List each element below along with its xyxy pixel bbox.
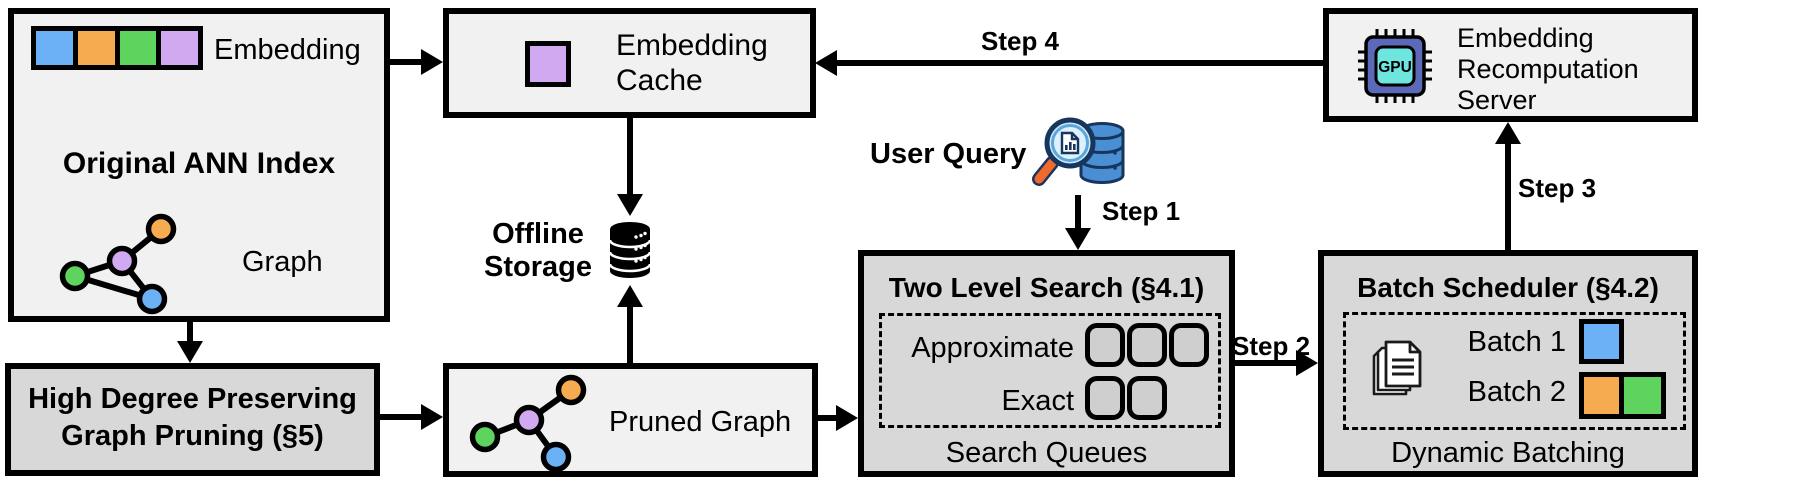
server-label-line2: Recomputation: [1457, 54, 1639, 84]
queue-slot-icon: [1127, 376, 1167, 420]
graph-label: Graph: [242, 246, 323, 278]
batch-square-icon: [1619, 372, 1666, 419]
two-level-search-title: Two Level Search (§4.1): [888, 272, 1205, 303]
pruned-graph-box: Pruned Graph: [443, 363, 818, 477]
queue-slot-icon: [1085, 323, 1125, 367]
original-ann-index-title: Original ANN Index: [62, 147, 336, 180]
approximate-queue-slots: [1085, 323, 1209, 367]
exact-queue-slots: [1085, 376, 1167, 420]
batch-scheduler-box: Batch Scheduler (§4.2) Batch 1 Batch 2 D…: [1318, 250, 1698, 477]
batch-scheduler-title: Batch Scheduler (§4.2): [1357, 272, 1659, 303]
step2-label: Step 2: [1232, 331, 1311, 361]
offline-storage-label: Offline Storage: [468, 218, 608, 284]
search-queues-label: Search Queues: [945, 437, 1148, 469]
queue-slot-icon: [1085, 376, 1125, 420]
arrow-ann-to-pruning: [177, 322, 203, 363]
graph-pruning-box: High Degree Preserving Graph Pruning (§5…: [5, 363, 380, 476]
embedding-cache-label-line2: Cache: [616, 64, 703, 97]
arrow-pruned-graph-to-storage: [617, 285, 643, 363]
batch-square-icon: [1579, 319, 1624, 364]
server-label-line1: Embedding: [1457, 23, 1594, 53]
exact-label: Exact: [1001, 385, 1074, 417]
documents-icon: [1372, 340, 1422, 396]
offline-storage-label-line1: Offline: [492, 218, 584, 250]
arrow-pruning-to-pruned-graph: [378, 404, 443, 430]
original-ann-index-box: Embedding Original ANN Index Graph: [8, 8, 390, 322]
dynamic-batching-panel: [1343, 312, 1686, 430]
gpu-chip-label: GPU: [1378, 59, 1412, 76]
graph-pruning-title: High Degree Preserving Graph Pruning (§5…: [11, 381, 374, 455]
server-label-line3: Server: [1457, 85, 1537, 115]
pruned-graph-icon: [469, 374, 587, 473]
dynamic-batching-label: Dynamic Batching: [1391, 437, 1625, 469]
step3-label: Step 3: [1518, 173, 1597, 203]
embedding-cache-label-line1: Embedding: [616, 29, 768, 62]
embedding-label: Embedding: [214, 34, 361, 66]
user-query-label: User Query: [870, 138, 1027, 170]
step1-label: Step 1: [1102, 196, 1181, 226]
batch2-label: Batch 2: [1467, 376, 1566, 408]
query-magnifier-database-icon: [1032, 117, 1125, 186]
search-queues-panel: Approximate Exact: [879, 313, 1221, 428]
cached-embedding-square-icon: [525, 41, 571, 87]
gpu-chip-icon: GPU: [1358, 29, 1432, 103]
arrow-ann-to-cache: [390, 49, 443, 75]
batch1-label: Batch 1: [1467, 326, 1566, 358]
arrow-cache-to-storage: [617, 118, 643, 216]
embedding-dim-purple: [161, 31, 198, 65]
two-level-search-box: Two Level Search (§4.1) Approximate Exac…: [858, 250, 1235, 477]
embedding-cache-label: Embedding Cache: [616, 28, 768, 98]
recomputation-server-label: Embedding Recomputation Server: [1457, 23, 1639, 116]
approximate-label: Approximate: [911, 332, 1074, 364]
offline-storage-label-line2: Storage: [484, 251, 592, 283]
queue-slot-icon: [1169, 323, 1209, 367]
recomputation-server-box: GPU Embedding Recomputation Server: [1323, 8, 1698, 122]
database-storage-icon: [608, 222, 652, 278]
embedding-cache-box: Embedding Cache: [443, 8, 816, 118]
graph-pruning-title-line1: High Degree Preserving: [28, 383, 357, 415]
arrow-query-to-search-step1: [1065, 195, 1091, 250]
embedding-vector-swatch: [31, 26, 203, 70]
graph-icon: [59, 213, 177, 315]
embedding-dim-orange: [77, 31, 115, 65]
arrow-pruned-graph-to-search: [818, 405, 858, 431]
embedding-dim-blue: [36, 31, 73, 65]
graph-pruning-title-line2: Graph Pruning (§5): [61, 420, 324, 452]
queue-slot-icon: [1127, 323, 1167, 367]
pruned-graph-label: Pruned Graph: [609, 406, 792, 438]
embedding-dim-green: [119, 31, 157, 65]
batch-square-icon: [1579, 372, 1624, 419]
query-magnifier: [1032, 117, 1096, 186]
step4-label: Step 4: [980, 26, 1060, 56]
